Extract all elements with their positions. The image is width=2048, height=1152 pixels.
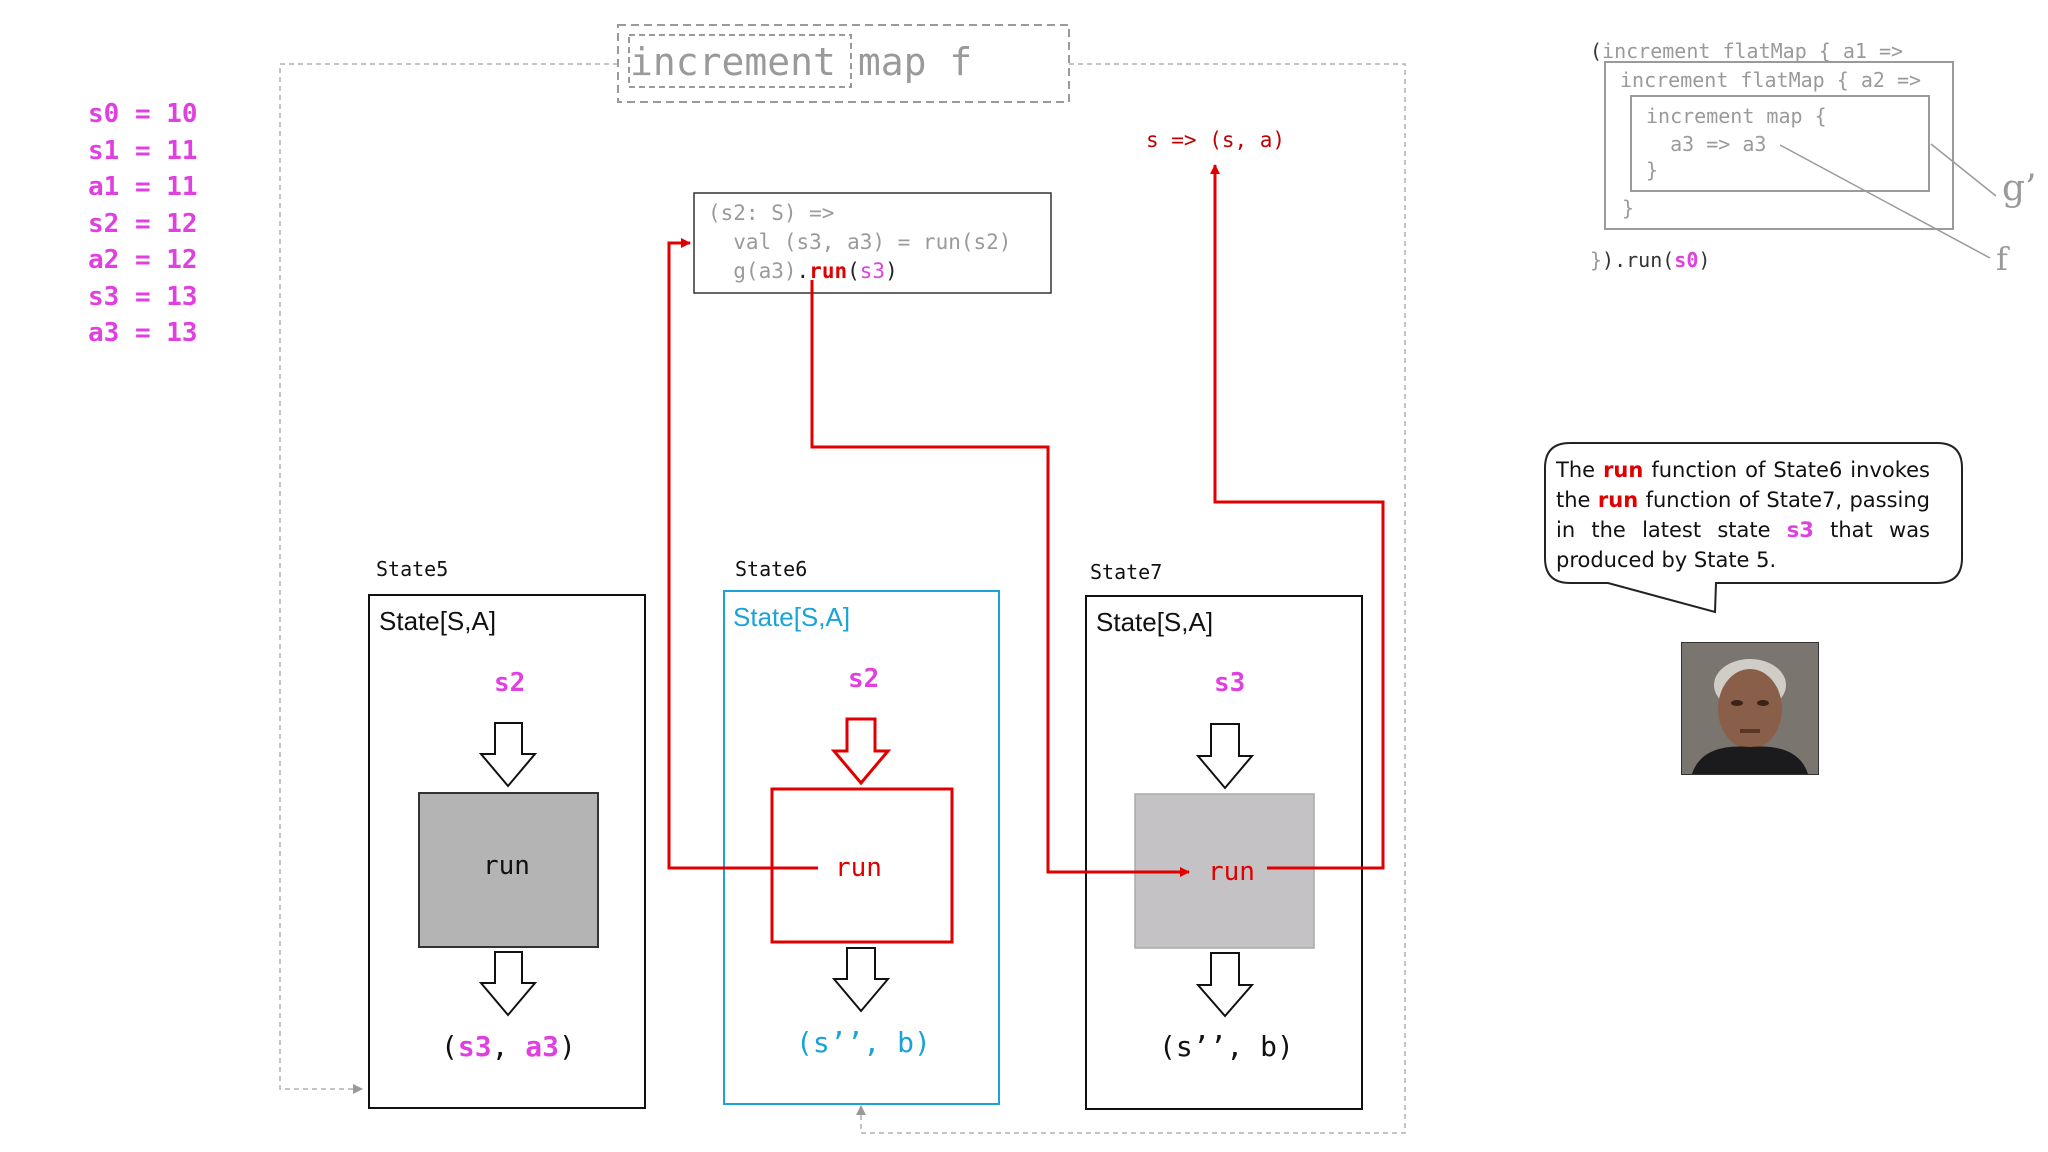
state7-input-arrow xyxy=(1195,723,1255,790)
code-open-paren: ( xyxy=(1590,39,1603,63)
code-line-6: } xyxy=(1622,196,1635,220)
lambda-dot: . xyxy=(796,259,810,283)
lambda-box xyxy=(693,192,1052,294)
state5-group xyxy=(368,594,646,1109)
code-run-call: ).run( xyxy=(1602,248,1675,272)
variable-item: s2 = 12 xyxy=(88,208,198,239)
title-highlight: increment xyxy=(630,40,836,84)
state5-output-arrow xyxy=(478,951,538,1017)
state7-input: s3 xyxy=(1214,668,1246,698)
lambda-line-1: (s2: S) => xyxy=(708,201,835,225)
state6-run-box xyxy=(770,787,954,944)
state5-label: State5 xyxy=(376,557,449,581)
state5-result: (s3, a3) xyxy=(441,1030,576,1063)
presenter-photo xyxy=(1681,642,1819,775)
lambda-close-paren: ) xyxy=(885,259,898,283)
f-label: f xyxy=(1996,240,2008,278)
state5-run-label: run xyxy=(483,851,530,881)
state6-input: s2 xyxy=(848,664,880,694)
code-close-brace: } xyxy=(1590,248,1603,272)
variable-item: s3 = 13 xyxy=(88,281,198,312)
callout-run-1: run xyxy=(1603,458,1644,482)
state7-result: (s’’, b) xyxy=(1159,1030,1294,1063)
lambda-line-3: g(a3).run(s3) xyxy=(708,257,1011,286)
callout-text: The run function of State6 invokes the r… xyxy=(1556,455,1930,575)
variable-item: a3 = 13 xyxy=(88,318,198,348)
callout-text-1: The xyxy=(1556,458,1604,482)
variable-list: s0 = 10 s1 = 11 a1 = 11 s2 = 12 a2 = 12 … xyxy=(88,96,198,352)
diagram-title: increment map f xyxy=(618,40,972,84)
lambda-arg: s3 xyxy=(859,259,886,283)
state7-type: State[S,A] xyxy=(1096,607,1214,637)
code-boxes xyxy=(1604,61,1997,259)
lambda-g-call: g(a3) xyxy=(708,259,797,283)
state6-result: (s’’, b) xyxy=(796,1026,931,1059)
dashed-frame xyxy=(279,24,1406,1134)
red-flow-arrows xyxy=(667,164,1385,877)
code-line-7: }).run(s0) xyxy=(1590,248,1710,272)
state5-type: State[S,A] xyxy=(379,606,497,636)
state7-label: State7 xyxy=(1090,560,1163,584)
state6-output-arrow xyxy=(831,947,891,1013)
callout-text-2: function of State6 invokes the xyxy=(1556,458,1930,512)
g-prime-label: g’ xyxy=(2002,168,2037,209)
state5-result-close: ) xyxy=(559,1030,576,1063)
code-increment-map: increment map { xyxy=(1646,104,1827,128)
state6-input-arrow xyxy=(830,717,892,786)
presenter-avatar-icon xyxy=(1682,643,1818,774)
state7-box xyxy=(1085,595,1363,1110)
lambda-line-2: val (s3, a3) = run(s2) xyxy=(708,230,1012,254)
state6-box xyxy=(723,590,1000,1105)
state5-input: s2 xyxy=(494,668,526,698)
code-line-1: (increment flatMap { a1 => xyxy=(1590,34,1903,68)
state5-result-sep: , xyxy=(491,1030,526,1063)
code-a3-lambda: a3 => a3 xyxy=(1646,132,1767,156)
state-function-label: s => (s, a) xyxy=(1146,128,1286,152)
state6-run-label: run xyxy=(835,853,882,883)
state5-run-box xyxy=(418,792,599,948)
title-rest: map f xyxy=(857,40,973,84)
code-run-close: ) xyxy=(1698,248,1711,272)
state5-input-arrow xyxy=(478,722,538,788)
state5-result-s: s3 xyxy=(457,1030,492,1063)
variable-item: a2 = 12 xyxy=(88,245,198,275)
state6-type: State[S,A] xyxy=(733,602,851,632)
state5-result-open: ( xyxy=(441,1030,458,1063)
state7-output-arrow xyxy=(1195,952,1255,1018)
lambda-code: (s2: S) => val (s3, a3) = run(s2) g(a3).… xyxy=(708,199,1011,286)
lambda-run: run xyxy=(809,259,848,283)
state5-result-a: a3 xyxy=(525,1030,560,1063)
callout-text-4: that was produced by State 5. xyxy=(1556,518,1931,572)
state6-label: State6 xyxy=(735,557,808,581)
code-line-3-4: increment map { a3 => a3 xyxy=(1646,102,1827,158)
code-line-2: increment flatMap { a2 => xyxy=(1620,68,1922,92)
callout-text-3: function of State7, passing in the lates… xyxy=(1556,488,1931,542)
speech-bubble xyxy=(1544,442,1963,614)
code-flatmap-a1: increment flatMap { a1 => xyxy=(1602,39,1904,63)
code-run-arg: s0 xyxy=(1674,248,1699,272)
variable-item: a1 = 11 xyxy=(88,172,198,202)
lambda-open-paren: ( xyxy=(847,259,860,283)
state5-box xyxy=(368,594,646,1109)
variable-item: s1 = 11 xyxy=(88,135,198,166)
variable-item: s0 = 10 xyxy=(88,99,198,129)
callout-run-2: run xyxy=(1597,488,1639,512)
state6-group xyxy=(723,590,1000,1105)
callout-s3: s3 xyxy=(1786,518,1814,542)
code-line-5: } xyxy=(1646,158,1659,182)
state7-run-label: run xyxy=(1208,857,1255,887)
